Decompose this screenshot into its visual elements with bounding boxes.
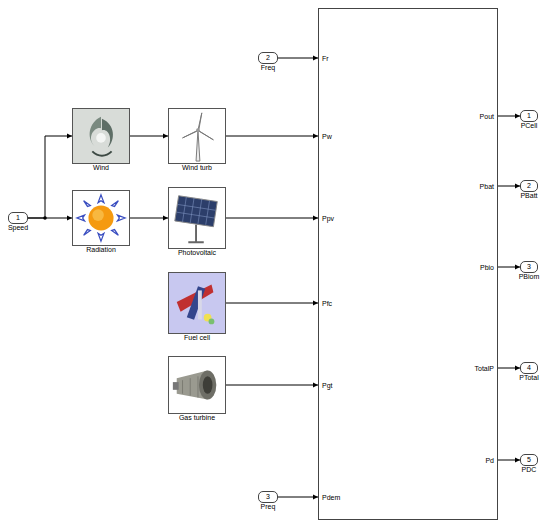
port-name: Freq — [261, 64, 275, 72]
port-label: Pfc — [322, 300, 332, 308]
subsystem-block: FrPwPpvPfcPgtPdem PoutPbatPbioTotalP Pd — [318, 8, 498, 520]
inport: 2Freq — [258, 52, 278, 64]
signal-line — [498, 114, 520, 119]
gas-turbine-block: Gas turbine — [168, 356, 226, 414]
port-name: PTotal — [519, 374, 538, 382]
block-icon — [169, 273, 225, 333]
wind-turbine-block: Wind turb — [168, 108, 226, 164]
inport: 3Preq — [258, 491, 278, 503]
signal-line — [130, 134, 168, 139]
port-label: Fr — [322, 55, 329, 63]
signal-line — [226, 383, 318, 388]
block-icon — [73, 109, 129, 163]
wind-block: Wind — [72, 108, 130, 164]
block-icon — [169, 109, 225, 163]
port-number: 2 — [527, 182, 531, 190]
signal-line — [278, 56, 318, 61]
block-icon — [169, 188, 225, 248]
block-label: Gas turbine — [179, 414, 215, 422]
port-name: PCell — [521, 122, 538, 130]
port-number: 4 — [527, 364, 531, 372]
inport: 1Speed — [8, 212, 28, 224]
fuel-cell-block: Fuel cell — [168, 272, 226, 334]
port-label: Pout — [480, 113, 494, 121]
block-label: Radiation — [86, 246, 116, 254]
port-label: Pdem — [322, 494, 340, 502]
port-label: Pbat — [480, 183, 494, 191]
signal-line — [278, 495, 318, 500]
branch-point — [43, 216, 47, 220]
port-number: 3 — [266, 493, 270, 501]
radiation-block: Radiation — [72, 190, 130, 246]
port-name: PBiom — [519, 273, 540, 281]
port-label: Pd — [485, 457, 494, 465]
port-number: 5 — [527, 456, 531, 464]
port-label: Pgt — [322, 382, 333, 390]
block-label: Wind turb — [182, 164, 212, 172]
port-name: PDC — [522, 466, 537, 474]
port-number: 1 — [527, 112, 531, 120]
block-label: Wind — [93, 164, 109, 172]
outport: 2PBatt — [520, 180, 538, 192]
signal-line — [226, 301, 318, 306]
outport: 3PBiom — [520, 261, 538, 273]
port-number: 3 — [527, 263, 531, 271]
block-icon — [73, 191, 129, 245]
signal-line — [498, 265, 520, 270]
block-label: Photovoltaic — [178, 249, 216, 257]
port-number: 1 — [16, 214, 20, 222]
signal-line — [498, 458, 520, 463]
photovoltaic-block: Photovoltaic — [168, 187, 226, 249]
port-name: Preq — [261, 503, 276, 511]
signal-line — [226, 216, 318, 221]
signal-line — [226, 134, 318, 139]
signal-line — [498, 184, 520, 189]
port-label: TotalP — [475, 365, 494, 373]
port-name: Speed — [8, 224, 28, 232]
block-icon — [169, 357, 225, 413]
port-label: Pbio — [480, 264, 494, 272]
outport: 1PCell — [520, 110, 538, 122]
outport: 5PDC — [520, 454, 538, 466]
port-label: Pw — [322, 133, 332, 141]
signal-line — [28, 134, 72, 219]
signal-line — [498, 366, 520, 371]
port-number: 2 — [266, 54, 270, 62]
block-label: Fuel cell — [184, 334, 210, 342]
signal-line — [130, 216, 168, 221]
outport: 4PTotal — [520, 362, 538, 374]
port-name: PBatt — [520, 192, 537, 200]
port-label: Ppv — [322, 215, 334, 223]
signal-line — [28, 216, 72, 221]
